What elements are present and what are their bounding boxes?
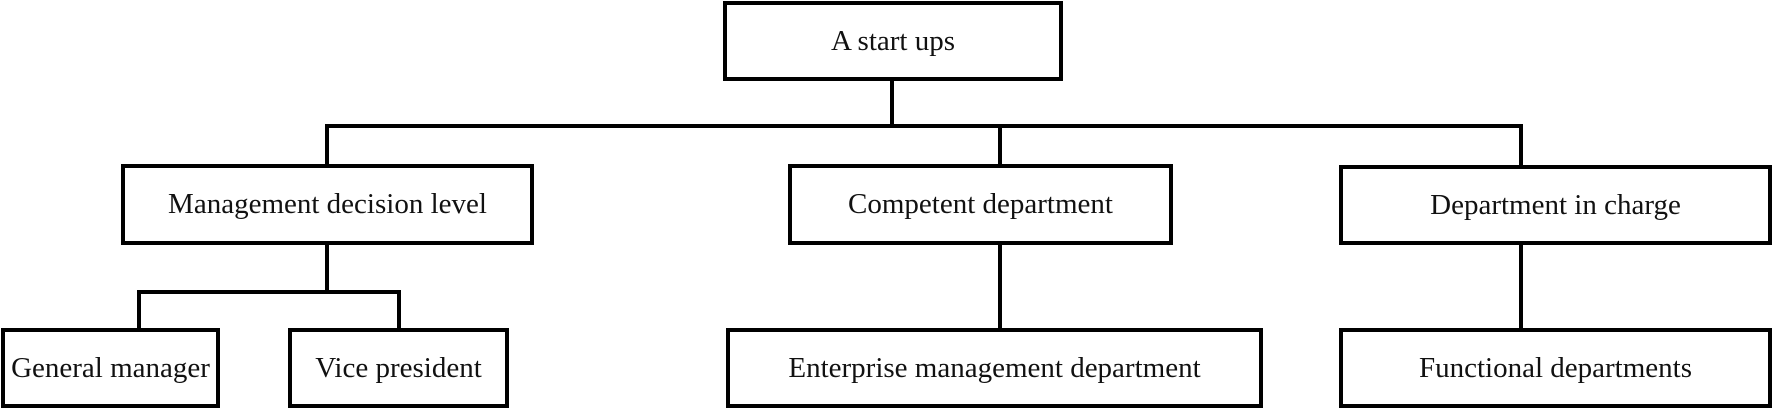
node-functional-departments: Functional departments xyxy=(1339,328,1772,408)
connector-root-down xyxy=(890,79,894,127)
connector-competent-down xyxy=(998,243,1002,332)
node-competent-department: Competent department xyxy=(788,164,1173,245)
connector-to-vice-president xyxy=(397,290,401,332)
node-general-manager: General manager xyxy=(1,328,220,408)
node-label: A start ups xyxy=(830,24,956,57)
connector-to-dept-in-charge xyxy=(1519,124,1523,168)
connector-to-management xyxy=(325,124,329,168)
node-label: Department in charge xyxy=(1430,188,1681,221)
connector-to-general-manager xyxy=(137,290,141,332)
node-label: Management decision level xyxy=(168,188,487,220)
node-enterprise-management-department: Enterprise management department xyxy=(726,328,1263,408)
node-label: Competent department xyxy=(848,188,1113,220)
connector-level1-horizontal xyxy=(325,124,1523,128)
node-label: General manager xyxy=(11,351,210,384)
node-root: A start ups xyxy=(723,1,1063,81)
node-vice-president: Vice president xyxy=(288,328,509,408)
node-management-decision-level: Management decision level xyxy=(121,164,534,245)
node-department-in-charge: Department in charge xyxy=(1339,165,1772,245)
connector-management-down xyxy=(325,243,329,293)
node-label: Vice president xyxy=(315,351,482,384)
connector-management-horizontal xyxy=(137,290,401,294)
node-label: Enterprise management department xyxy=(788,351,1201,384)
node-label: Functional departments xyxy=(1418,351,1693,384)
connector-dept-in-charge-down xyxy=(1519,243,1523,332)
connector-to-competent xyxy=(998,124,1002,168)
